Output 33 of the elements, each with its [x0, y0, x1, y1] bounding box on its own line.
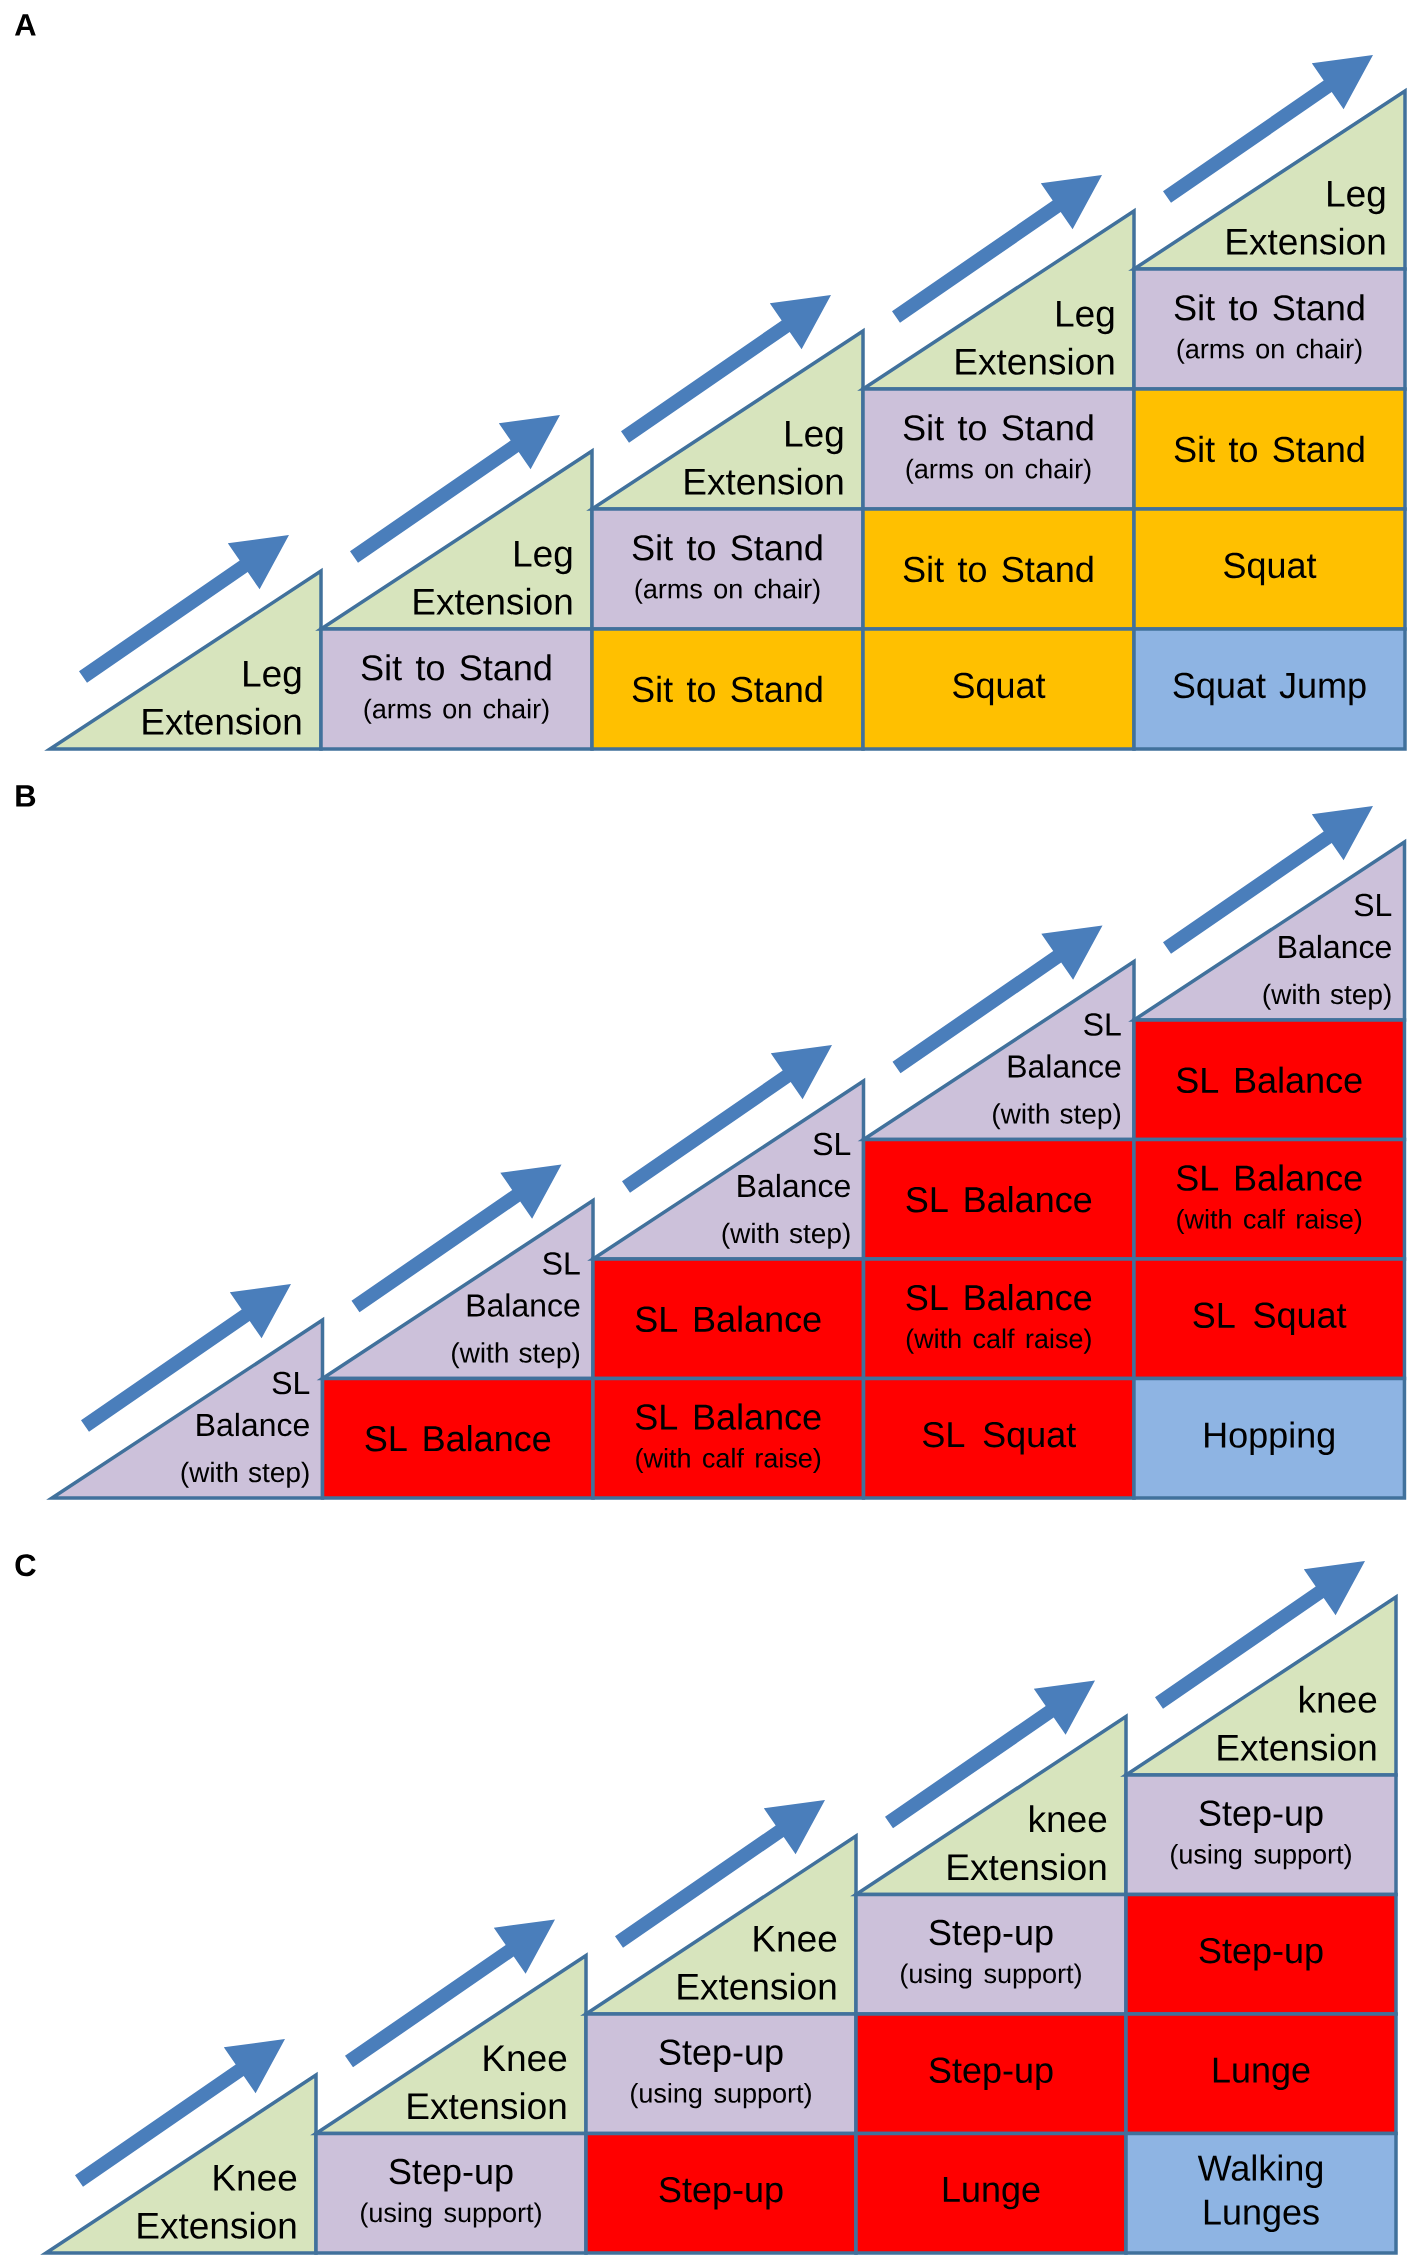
step-box: Lunge	[854, 2131, 1128, 2255]
step-box: SL Balance	[861, 1137, 1136, 1261]
step-box: Step-up	[1124, 1892, 1398, 2016]
panel-label: A	[14, 14, 36, 36]
step-box: Squat	[861, 627, 1136, 751]
step-box: Sit to Stand (arms on chair)	[319, 627, 594, 751]
step-box: SL Squat	[1132, 1257, 1407, 1381]
step-box: Sit to Stand	[861, 507, 1136, 631]
step-box: Sit to Stand (arms on chair)	[861, 387, 1136, 511]
step-box: Sit to Stand	[590, 627, 865, 751]
step-box: SL Balance (with calf raise)	[1132, 1137, 1407, 1261]
panel-label: B	[16, 785, 36, 807]
step-box: SL Balance	[1132, 1018, 1407, 1142]
step-box: Walking Lunges	[1124, 2131, 1398, 2255]
step-box: Squat Jump	[1132, 627, 1407, 751]
step-box: SL Squat	[861, 1376, 1136, 1500]
step-box: Squat	[1132, 507, 1407, 631]
step-box: Step-up	[854, 2012, 1128, 2136]
step-box: SL Balance	[320, 1376, 595, 1500]
step-box: Sit to Stand	[1132, 387, 1407, 511]
step-box: Step-up	[584, 2131, 858, 2255]
step-box: Step-up (using support)	[854, 1892, 1128, 2016]
step-box: SL Balance (with calf raise)	[861, 1257, 1136, 1381]
step-box: Sit to Stand (arms on chair)	[1132, 267, 1407, 391]
panel-label: C	[15, 1554, 36, 1577]
step-box: Hopping	[1132, 1376, 1407, 1500]
step-box: SL Balance (with calf raise)	[591, 1376, 866, 1500]
step-box: Step-up (using support)	[1124, 1773, 1398, 1897]
step-box: Lunge	[1124, 2012, 1398, 2136]
step-box: Step-up (using support)	[314, 2131, 588, 2255]
step-box: SL Balance	[591, 1257, 866, 1381]
step-box: Sit to Stand (arms on chair)	[590, 507, 865, 631]
step-box: Step-up (using support)	[584, 2012, 858, 2136]
